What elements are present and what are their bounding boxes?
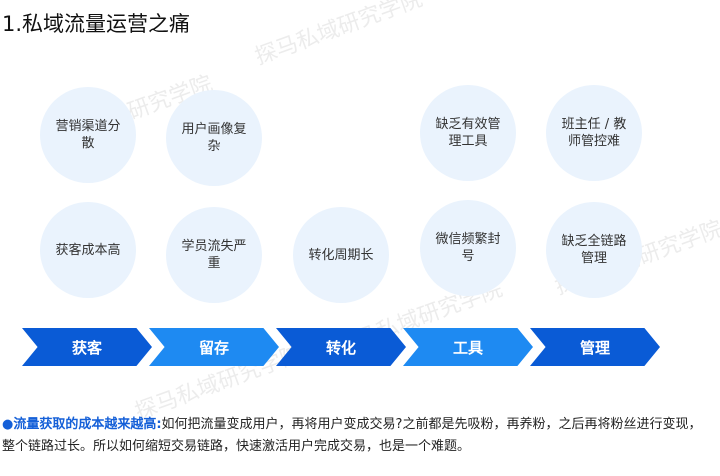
watermark: 探马私域研究学院 <box>251 0 426 71</box>
pain-point-circle: 获客成本高 <box>40 202 136 298</box>
stage-tools: 工具 <box>403 328 533 366</box>
pain-point-circle: 营销渠道分散 <box>40 87 136 183</box>
page-title: 1.私域流量运营之痛 <box>2 12 191 36</box>
stage-convert: 转化 <box>276 328 406 366</box>
stage-manage: 管理 <box>530 328 660 366</box>
description: ●流量获取的成本越来越高:如何把流量变成用户，再将用户变成交易?之前都是先吸粉，… <box>2 414 702 458</box>
stage-acquire: 获客 <box>22 328 152 366</box>
pain-point-circle: 用户画像复杂 <box>166 90 262 186</box>
pain-point-circle: 班主任 / 教师管控难 <box>546 85 642 181</box>
pain-point-circle: 缺乏有效管理工具 <box>420 85 516 181</box>
pain-point-circle: 微信频繁封号 <box>420 200 516 296</box>
description-highlight: 流量获取的成本越来越高: <box>13 417 162 432</box>
pain-point-circle: 学员流失严重 <box>166 207 262 303</box>
pain-point-circle: 缺乏全链路管理 <box>546 202 642 298</box>
pain-point-circle: 转化周期长 <box>293 207 389 303</box>
bullet: ● <box>2 417 14 432</box>
description-text: 如何把流量变成用户，再将用户变成交易?之前都是先吸粉，再养粉，之后再将粉丝进行变… <box>2 417 702 454</box>
stage-retain: 留存 <box>149 328 279 366</box>
